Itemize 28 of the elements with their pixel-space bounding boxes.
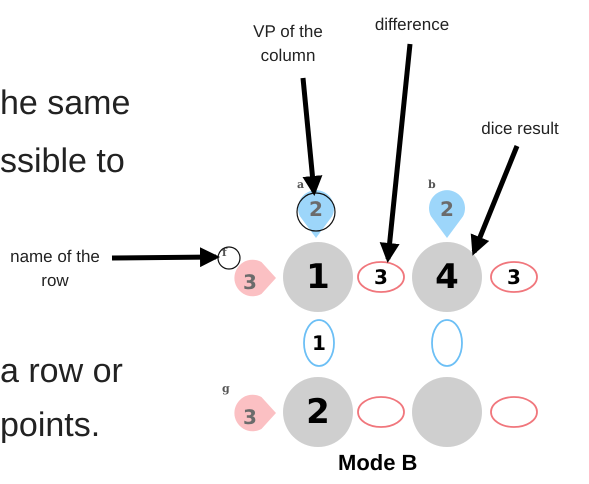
- body-text: points.: [0, 406, 100, 445]
- row-letter: g: [222, 382, 230, 395]
- difference-ring: [356, 395, 406, 429]
- body-text: a row or: [0, 352, 123, 391]
- die-cell: [412, 377, 482, 447]
- arrow: [112, 247, 220, 268]
- body-text: ssible to: [0, 142, 125, 181]
- arrow: [300, 78, 322, 196]
- annotation-text: name of the row: [10, 240, 100, 298]
- column-letter: b: [428, 178, 436, 191]
- column-letter: a: [297, 178, 304, 191]
- column-marker: 2: [427, 190, 467, 238]
- body-text: he same: [0, 84, 130, 123]
- column-marker: 2: [296, 190, 336, 238]
- difference-ring: [489, 395, 539, 429]
- arrow: [380, 44, 412, 263]
- die-result: 4: [412, 242, 482, 312]
- die-result: 2: [283, 377, 353, 447]
- difference-value: 3: [489, 260, 539, 294]
- mode-title: Mode B: [338, 450, 418, 476]
- difference-value: 3: [356, 260, 406, 294]
- difference-ring: [430, 318, 464, 368]
- die-result: 1: [283, 242, 353, 312]
- annotation-text: difference: [352, 10, 472, 40]
- annotation-text: VP of the column: [238, 14, 338, 74]
- arrow: [470, 145, 520, 256]
- difference-value: 1: [302, 318, 336, 368]
- annotation-text: dice result: [458, 114, 582, 144]
